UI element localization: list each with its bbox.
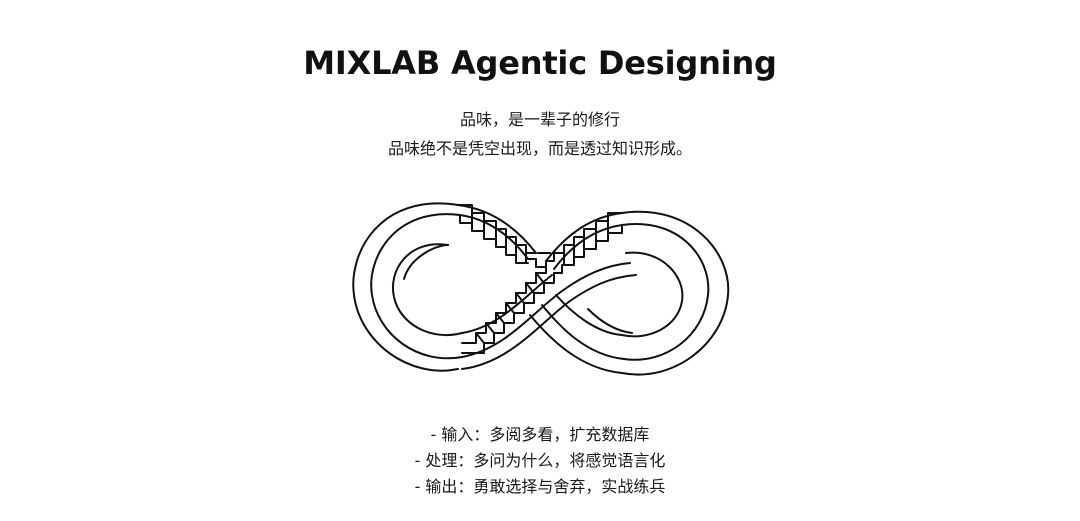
- list-item: - 处理：多问为什么，将感觉语言化: [414, 451, 666, 470]
- page-title: MIXLAB Agentic Designing: [303, 44, 777, 82]
- intro-line-2: 品味绝不是凭空出现，而是透过知识形成。: [387, 139, 692, 158]
- infinity-staircase-icon: [352, 202, 730, 376]
- list-item: - 输入：多阅多看，扩充数据库: [430, 425, 650, 444]
- steps-list: - 输入：多阅多看，扩充数据库 - 处理：多问为什么，将感觉语言化 - 输出：勇…: [0, 422, 1080, 500]
- intro-line-1: 品味，是一辈子的修行: [459, 110, 620, 129]
- list-item: - 输出：勇敢选择与舍弃，实战练兵: [414, 477, 666, 496]
